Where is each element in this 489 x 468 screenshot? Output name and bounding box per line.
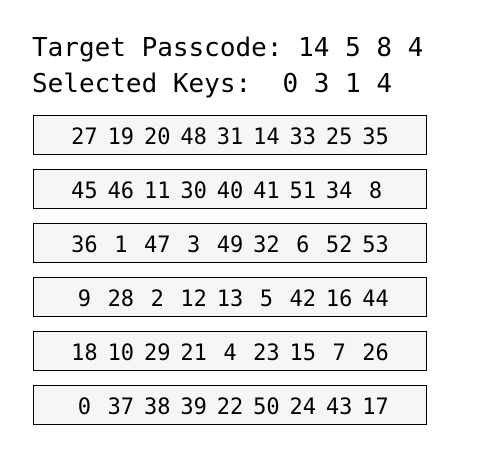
key-row-5: 18 10 29 21 4 23 15 7 26 [33,331,427,371]
key-button[interactable]: 4 [223,341,237,366]
key-button[interactable]: 28 [107,287,135,312]
key-row-6: 0 37 38 39 22 50 24 43 17 [33,385,427,425]
target-passcode-line: Target Passcode: 14 5 8 4 [32,33,423,63]
key-button[interactable]: 21 [180,341,207,366]
key-button[interactable]: 41 [253,179,280,204]
key-button[interactable]: 26 [362,341,389,366]
key-button[interactable]: 3 [186,233,201,258]
key-button[interactable]: 10 [107,341,135,366]
key-button[interactable]: 19 [107,125,135,150]
key-button[interactable]: 7 [332,341,346,366]
target-passcode-label: Target Passcode: [32,33,283,63]
key-button[interactable]: 12 [180,287,207,312]
key-button[interactable]: 37 [107,395,135,420]
key-button[interactable]: 50 [253,395,280,420]
key-row-1: 27 19 20 48 31 14 33 25 35 [33,115,427,155]
key-button[interactable]: 8 [368,179,383,204]
key-button[interactable]: 39 [180,395,207,420]
key-row-2: 45 46 11 30 40 41 51 34 8 [33,169,427,209]
key-button[interactable]: 34 [325,179,353,204]
key-row-3: 36 1 47 3 49 32 6 52 53 [33,223,427,263]
key-button[interactable]: 17 [362,395,389,420]
key-button[interactable]: 23 [253,341,280,366]
key-button[interactable]: 40 [216,179,244,204]
key-button[interactable]: 35 [362,125,389,150]
key-button[interactable]: 32 [253,233,280,258]
key-button[interactable]: 47 [143,233,171,258]
key-button[interactable]: 5 [259,287,273,312]
key-button[interactable]: 33 [289,125,317,150]
selected-keys-line: Selected Keys: 0 3 1 4 [32,69,392,99]
key-button[interactable]: 53 [362,233,389,258]
key-button[interactable]: 49 [216,233,244,258]
target-passcode-value: 14 5 8 4 [298,33,424,63]
key-button[interactable]: 46 [107,179,135,204]
key-button[interactable]: 27 [71,125,98,150]
key-button[interactable]: 52 [325,233,353,258]
selected-keys-value: 0 3 1 4 [282,69,393,99]
key-button[interactable]: 0 [77,395,92,420]
key-row-4: 9 28 2 12 13 5 42 16 44 [33,277,427,317]
key-button[interactable]: 1 [114,233,128,258]
key-button[interactable]: 44 [362,287,389,312]
key-button[interactable]: 15 [289,341,317,366]
key-button[interactable]: 30 [180,179,207,204]
key-button[interactable]: 20 [143,125,171,150]
key-button[interactable]: 11 [143,179,171,204]
key-button[interactable]: 31 [216,125,244,150]
key-button[interactable]: 48 [180,125,207,150]
key-button[interactable]: 14 [253,125,280,150]
key-button[interactable]: 45 [71,179,98,204]
key-button[interactable]: 6 [296,233,310,258]
key-button[interactable]: 25 [325,125,353,150]
key-button[interactable]: 36 [71,233,98,258]
key-button[interactable]: 43 [325,395,353,420]
key-button[interactable]: 18 [71,341,98,366]
key-button[interactable]: 51 [289,179,317,204]
key-button[interactable]: 38 [143,395,171,420]
key-button[interactable]: 42 [289,287,317,312]
key-button[interactable]: 16 [325,287,353,312]
key-button[interactable]: 9 [77,287,92,312]
selected-keys-label: Selected Keys: [32,69,252,99]
key-button[interactable]: 22 [216,395,244,420]
key-button[interactable]: 13 [216,287,244,312]
key-button[interactable]: 2 [150,287,164,312]
key-button[interactable]: 24 [289,395,317,420]
key-button[interactable]: 29 [143,341,171,366]
